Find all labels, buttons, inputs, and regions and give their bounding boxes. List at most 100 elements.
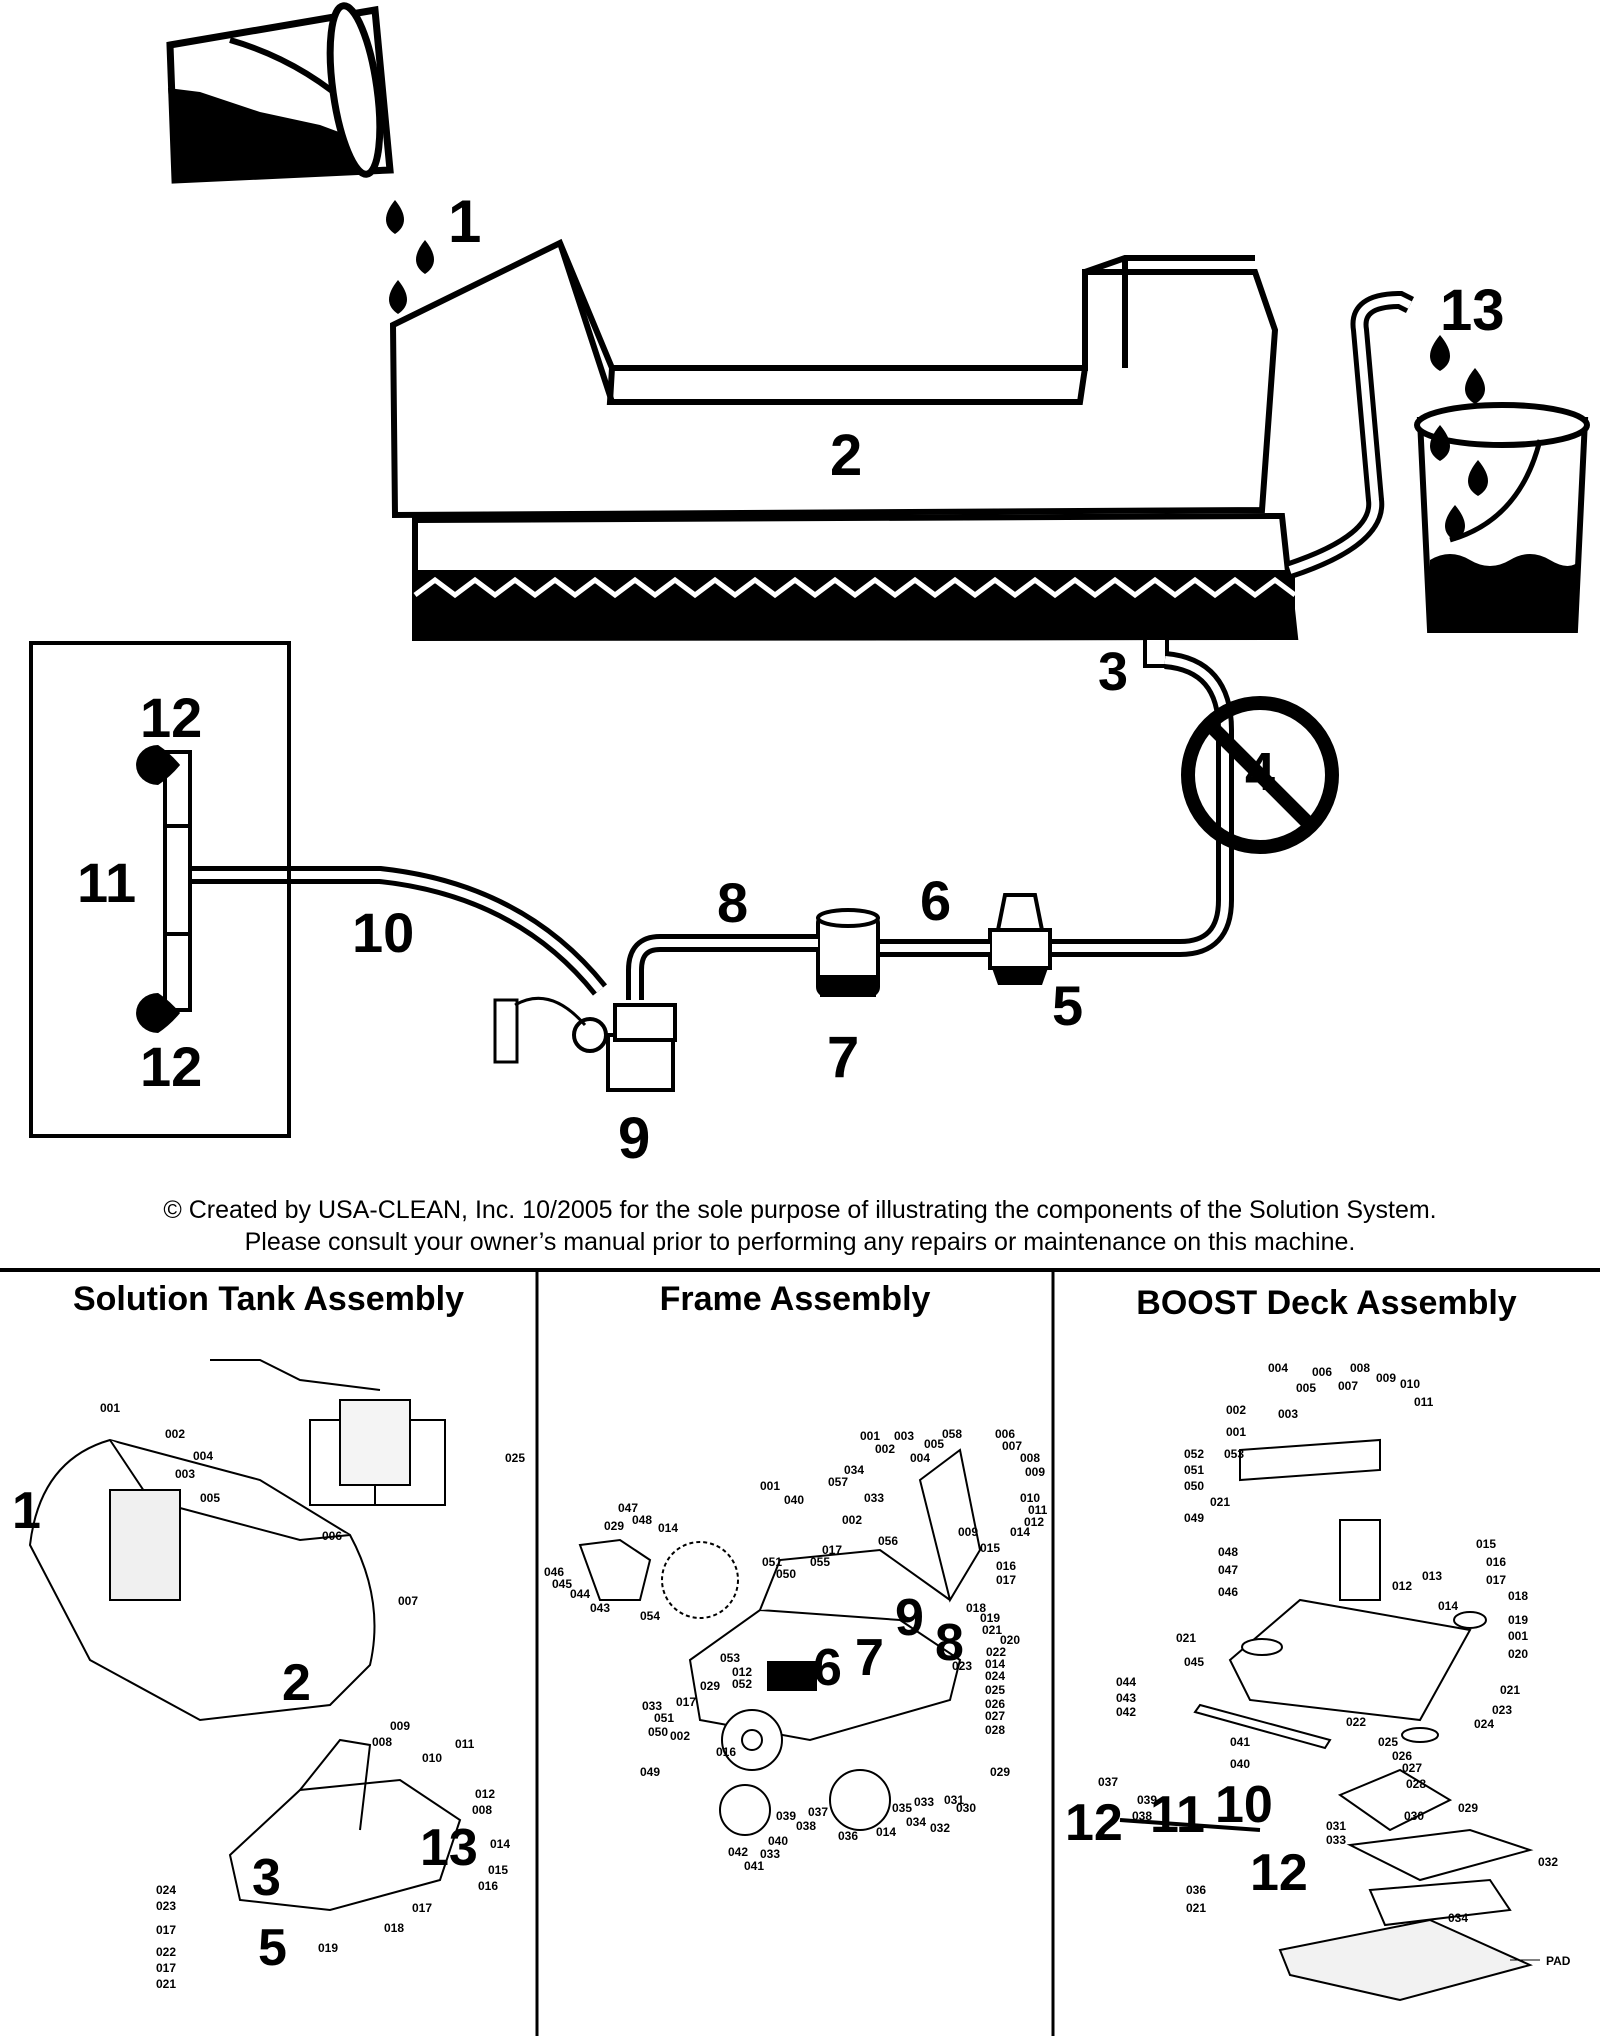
label-9: 9 <box>618 1106 650 1160</box>
part-label: 010 <box>1020 1491 1040 1505</box>
part-label: 021 <box>1186 1901 1206 1915</box>
shutoff-valve-icon <box>988 893 1052 985</box>
part-label: 025 <box>985 1683 1005 1697</box>
spray-bar-icon <box>136 745 192 1033</box>
part-label: 037 <box>1098 1775 1118 1789</box>
sol-big-2: 2 <box>282 1654 311 1712</box>
label-3: 3 <box>1098 642 1128 702</box>
part-label: 042 <box>1116 1705 1136 1719</box>
part-label: 014 <box>985 1657 1005 1671</box>
part-label: 009 <box>1025 1465 1045 1479</box>
boost-big-12-left: 12 <box>1065 1794 1123 1852</box>
part-label: 016 <box>996 1559 1016 1573</box>
part-label: 033 <box>642 1699 662 1713</box>
part-label: 014 <box>1438 1599 1458 1613</box>
part-label: 015 <box>1476 1537 1496 1551</box>
part-label: 057 <box>828 1475 848 1489</box>
part-label: 028 <box>1406 1777 1426 1791</box>
part-label: 035 <box>892 1801 912 1815</box>
part-label: PAD <box>1546 1954 1571 1968</box>
part-label: 002 <box>1226 1403 1246 1417</box>
part-label: 004 <box>910 1451 930 1465</box>
part-label: 048 <box>1218 1545 1238 1559</box>
part-label: 020 <box>1000 1633 1020 1647</box>
copyright-line-2: Please consult your owner’s manual prior… <box>244 1228 1356 1256</box>
part-label: 040 <box>784 1493 804 1507</box>
part-label: 009 <box>390 1719 410 1733</box>
part-label: 017 <box>996 1573 1016 1587</box>
part-label: 030 <box>1404 1809 1424 1823</box>
part-label: 012 <box>475 1787 495 1801</box>
part-label: 033 <box>1326 1833 1346 1847</box>
frame-big-9: 9 <box>895 1589 924 1647</box>
sol-big-1: 1 <box>12 1482 41 1540</box>
sol-big-5: 5 <box>258 1919 287 1977</box>
label-13: 13 <box>1440 278 1505 343</box>
part-label: 014 <box>658 1521 678 1535</box>
part-label: 003 <box>894 1429 914 1443</box>
part-label: 047 <box>618 1501 638 1515</box>
part-label: 029 <box>604 1519 624 1533</box>
part-label: 013 <box>1422 1569 1442 1583</box>
part-label: 007 <box>1338 1379 1358 1393</box>
part-label: 001 <box>860 1429 880 1443</box>
part-label: 002 <box>670 1729 690 1743</box>
boost-big-10: 10 <box>1215 1776 1273 1834</box>
part-label: 040 <box>768 1834 788 1848</box>
part-label: 048 <box>632 1513 652 1527</box>
part-label: 029 <box>1458 1801 1478 1815</box>
part-label: 005 <box>924 1437 944 1451</box>
overflow-hose <box>1287 290 1415 579</box>
part-label: 005 <box>200 1491 220 1505</box>
part-label: 025 <box>505 1451 525 1465</box>
boost-big-12-right: 12 <box>1250 1844 1308 1902</box>
part-label: 053 <box>720 1651 740 1665</box>
part-label: 019 <box>318 1941 338 1955</box>
part-label: 014 <box>1010 1525 1030 1539</box>
part-label: 026 <box>1392 1749 1412 1763</box>
part-label: 023 <box>952 1659 972 1673</box>
part-label: 016 <box>1486 1555 1506 1569</box>
part-label: 004 <box>193 1449 213 1463</box>
label-10: 10 <box>352 901 414 964</box>
part-label: 030 <box>956 1801 976 1815</box>
part-label: 054 <box>640 1609 660 1623</box>
catch-bucket-icon <box>1414 402 1590 633</box>
part-label: 012 <box>1392 1579 1412 1593</box>
part-label: 012 <box>1024 1515 1044 1529</box>
part-label: 024 <box>985 1669 1005 1683</box>
part-label: 018 <box>966 1601 986 1615</box>
part-label: 008 <box>372 1735 392 1749</box>
part-label: 058 <box>942 1427 962 1441</box>
frame-assembly-title: Frame Assembly <box>659 1280 931 1318</box>
part-label: 002 <box>875 1442 895 1456</box>
part-label: 008 <box>1350 1361 1370 1375</box>
part-label: 056 <box>878 1534 898 1548</box>
part-label: 011 <box>455 1737 475 1751</box>
part-label: 050 <box>776 1567 796 1581</box>
overflow-drops <box>1430 335 1488 541</box>
label-12-top: 12 <box>140 686 202 749</box>
part-label: 038 <box>1132 1809 1152 1823</box>
solution-tank-assembly-drawing <box>28 1359 462 1912</box>
part-label: 012 <box>732 1665 752 1679</box>
part-label: 018 <box>1508 1589 1528 1603</box>
part-label: 001 <box>760 1479 780 1493</box>
part-label: 017 <box>156 1923 176 1937</box>
part-label: 011 <box>1028 1503 1048 1517</box>
hose-8 <box>626 934 818 1000</box>
part-label: 002 <box>842 1513 862 1527</box>
part-label: 027 <box>985 1709 1005 1723</box>
part-label: 034 <box>1448 1911 1468 1925</box>
label-6: 6 <box>920 869 951 932</box>
part-label: 043 <box>1116 1691 1136 1705</box>
label-1: 1 <box>448 188 481 255</box>
solution-system-diagram: 1 2 3 4 5 6 7 8 9 10 11 12 12 13 <box>29 2 1590 1160</box>
boost-big-11: 11 <box>1150 1786 1205 1844</box>
part-label: 028 <box>985 1723 1005 1737</box>
part-label: 047 <box>1218 1563 1238 1577</box>
part-label: 043 <box>590 1601 610 1615</box>
part-label: 001 <box>100 1401 120 1415</box>
part-label: 034 <box>906 1815 926 1829</box>
part-label: 020 <box>1508 1647 1528 1661</box>
